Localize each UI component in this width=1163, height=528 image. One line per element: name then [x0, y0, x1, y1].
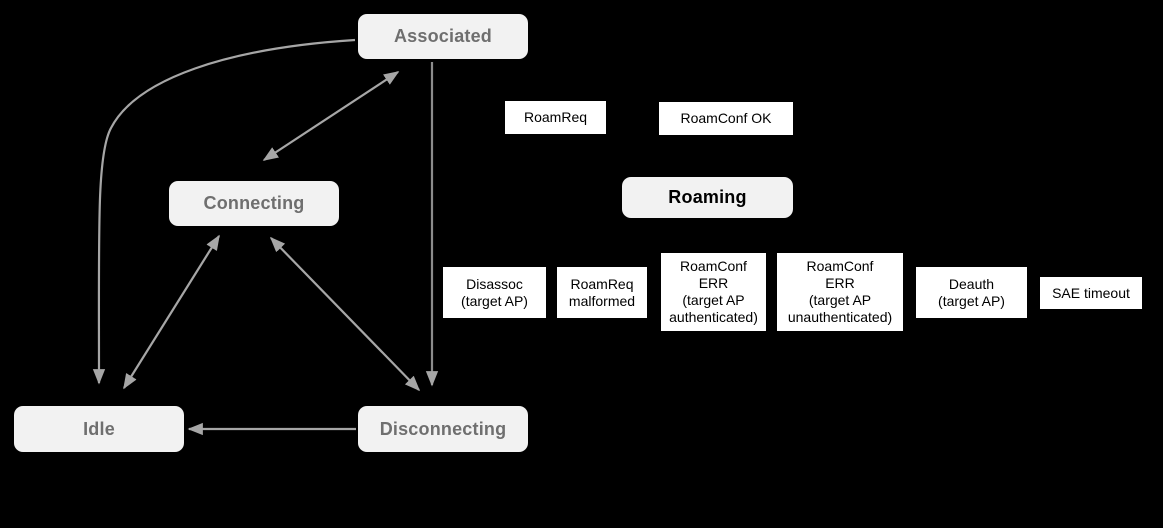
state-label-idle: Idle [83, 418, 115, 439]
event-label-roamconf-ok: RoamConf OK [680, 110, 772, 126]
event-node-roamreq-malformed[interactable]: RoamReq malformed [557, 267, 647, 318]
edge-connecting-associated [262, 71, 400, 161]
event-node-deauth-target-ap[interactable]: Deauth (target AP) [916, 267, 1027, 318]
event-label-deauth-target-ap: Deauth (target AP) [938, 275, 1005, 309]
event-node-disassoc-target-ap[interactable]: Disassoc (target AP) [443, 267, 546, 318]
state-node-idle[interactable]: Idle [14, 406, 184, 452]
edge-idle-connecting [123, 234, 220, 390]
event-node-roamconf-ok[interactable]: RoamConf OK [659, 102, 793, 135]
state-node-disconnecting[interactable]: Disconnecting [358, 406, 528, 452]
event-node-roamconf-err-unauthenticated[interactable]: RoamConf ERR (target AP unauthenticated) [777, 253, 903, 331]
edge-connecting-disconnecting [269, 236, 421, 392]
event-label-disassoc-target-ap: Disassoc (target AP) [461, 275, 528, 309]
event-node-roamconf-err-authenticated[interactable]: RoamConf ERR (target AP authenticated) [661, 253, 766, 331]
state-label-disconnecting: Disconnecting [379, 418, 507, 439]
event-label-roamconf-err-unauthenticated: RoamConf ERR (target AP unauthenticated) [787, 258, 893, 325]
state-label-roaming: Roaming [668, 187, 747, 207]
event-node-sae-timeout[interactable]: SAE timeout [1040, 277, 1142, 309]
state-label-associated: Associated [393, 26, 493, 46]
event-label-roamconf-err-authenticated: RoamConf ERR (target AP authenticated) [669, 258, 758, 325]
state-node-roaming[interactable]: Roaming [622, 177, 793, 218]
state-node-connecting[interactable]: Connecting [169, 181, 339, 226]
state-node-associated[interactable]: Associated [358, 14, 528, 59]
event-label-roamreq-malformed: RoamReq malformed [568, 275, 636, 309]
event-label-sae-timeout: SAE timeout [1052, 284, 1130, 301]
event-node-roamreq[interactable]: RoamReq [505, 101, 606, 134]
event-label-roamreq: RoamReq [523, 109, 588, 125]
state-label-connecting: Connecting [203, 193, 305, 213]
